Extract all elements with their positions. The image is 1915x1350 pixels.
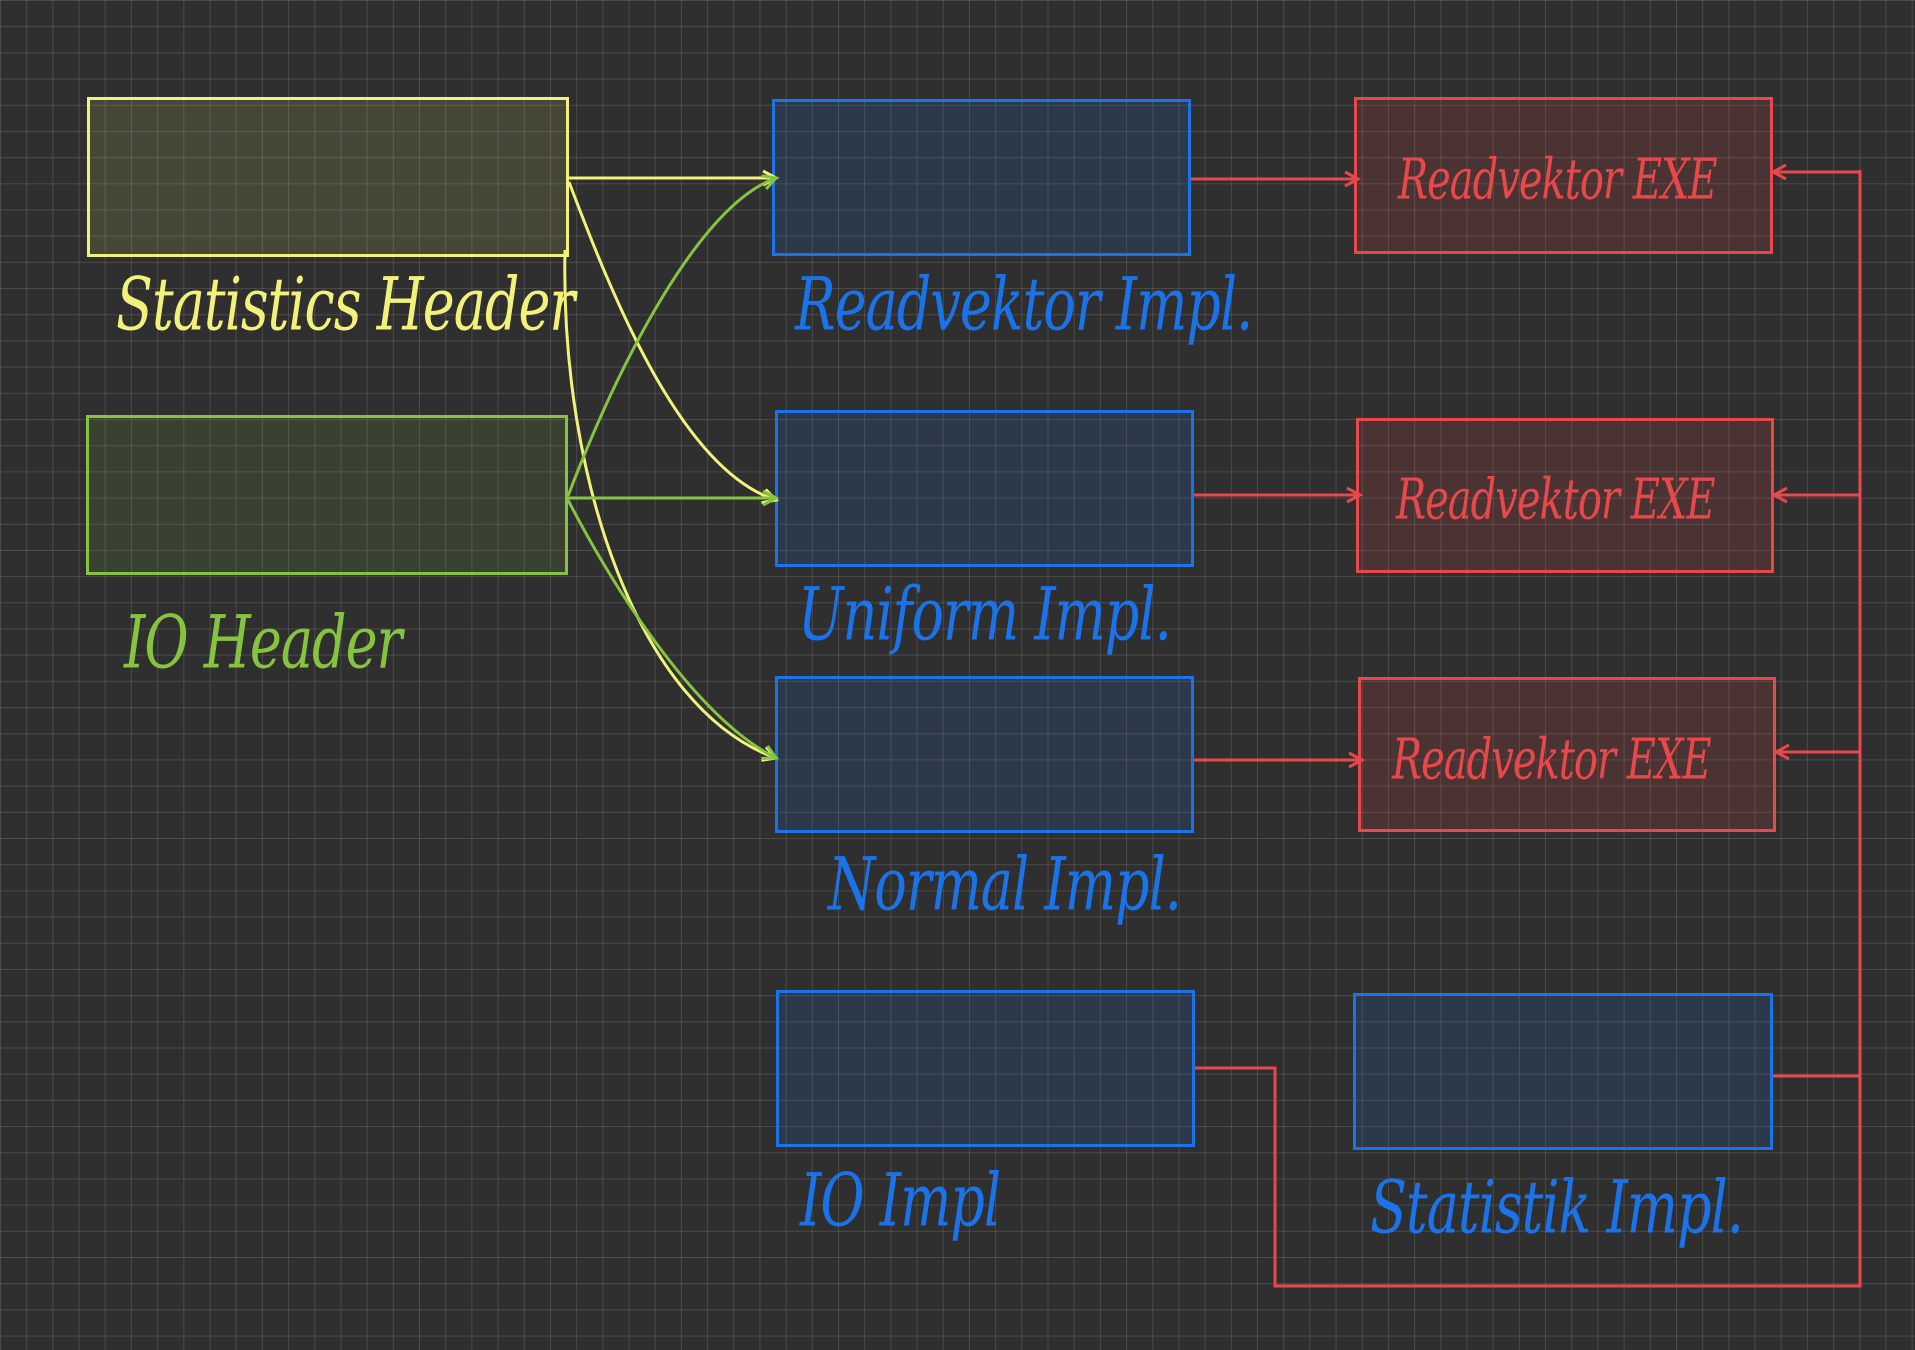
io-header-label: IO Header <box>124 600 402 686</box>
arrow-stats-to-normal <box>563 249 776 758</box>
io-header-box[interactable] <box>86 415 568 575</box>
io-impl-label: IO Impl <box>800 1158 1001 1244</box>
readvektor-exe-label-3: Readvektor EXE <box>1392 728 1712 793</box>
uniform-impl-box[interactable] <box>775 410 1194 567</box>
statistik-impl-label: Statistik Impl. <box>1370 1165 1744 1251</box>
normal-impl-box[interactable] <box>775 676 1194 833</box>
readvektor-exe-label-1: Readvektor EXE <box>1398 148 1718 213</box>
io-impl-box[interactable] <box>776 990 1195 1147</box>
statistik-impl-box[interactable] <box>1353 993 1773 1150</box>
arrow-io-to-normal <box>566 499 776 758</box>
arrow-io-to-readvektor <box>566 178 776 497</box>
uniform-impl-label: Uniform Impl. <box>798 572 1172 658</box>
statistics-header-box[interactable] <box>87 97 569 257</box>
normal-impl-label: Normal Impl. <box>828 842 1182 928</box>
arrow-stats-to-uniform <box>567 181 776 500</box>
statistics-header-label: Statistics Header <box>116 262 575 348</box>
readvektor-exe-label-2: Readvektor EXE <box>1396 468 1716 533</box>
readvektor-impl-label: Readvektor Impl. <box>795 262 1253 348</box>
readvektor-impl-box[interactable] <box>772 99 1191 256</box>
